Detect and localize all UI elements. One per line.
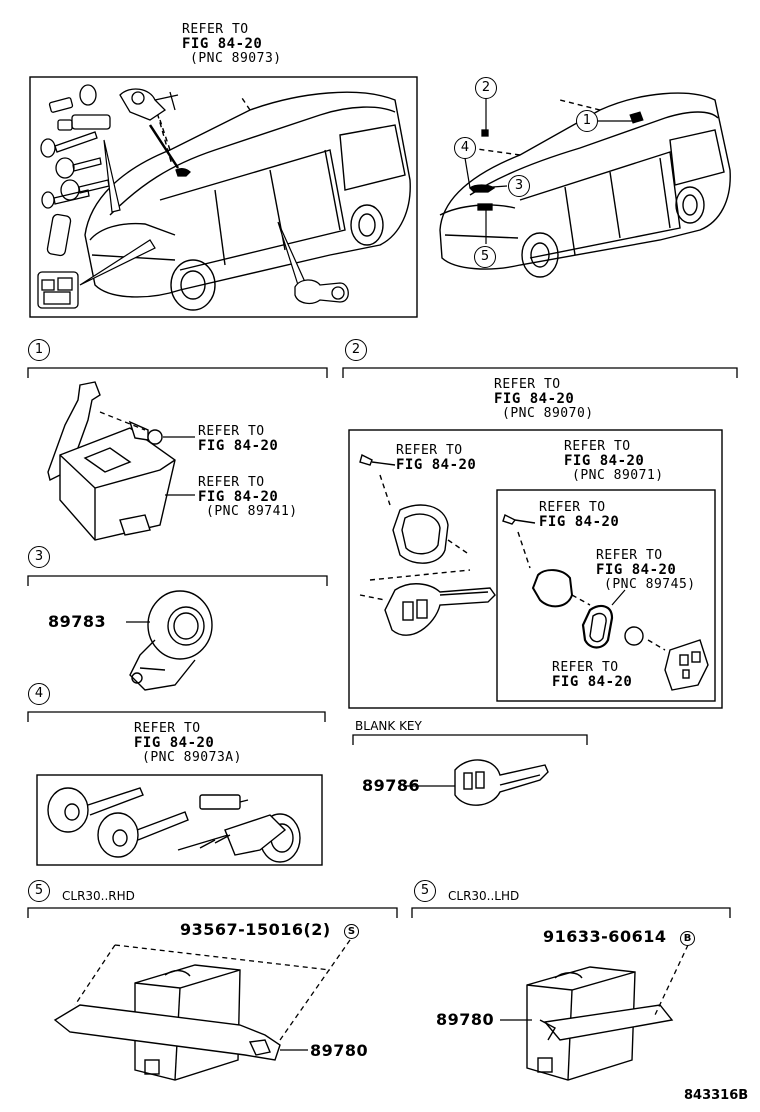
- marker-s: S: [344, 924, 359, 939]
- s2-key-drawing: [359, 453, 496, 636]
- ref-line: (PNC 89745): [604, 577, 696, 592]
- ref-line: REFER TO: [552, 660, 619, 675]
- callout-3: 3: [508, 175, 530, 197]
- part-89780-lhd: 89780: [436, 1010, 495, 1029]
- ref-line: FIG 84-20: [494, 391, 575, 407]
- bracket-s5a: [27, 907, 398, 918]
- figure-code: 843316B: [684, 1088, 749, 1103]
- overview-box: [29, 76, 418, 318]
- bracket-s1: [27, 367, 328, 378]
- ref-line: FIG 84-20: [564, 453, 645, 469]
- section-5a-number: 5: [28, 880, 50, 902]
- ref-line: REFER TO: [396, 443, 463, 458]
- s3-coil-drawing: [129, 590, 213, 691]
- ref-line: REFER TO: [596, 548, 663, 563]
- callout-1: 1: [576, 110, 598, 132]
- ref-line: FIG 84-20: [198, 489, 279, 505]
- part-91633-60614: 91633-60614: [543, 927, 667, 946]
- s5a-ecu-drawing: [53, 964, 281, 1081]
- s4-box: [36, 774, 323, 866]
- s5b-ecu-drawing: [526, 966, 674, 1081]
- marker-b: B: [680, 931, 695, 946]
- ref-line: REFER TO: [539, 500, 606, 515]
- section-5b-number: 5: [414, 880, 436, 902]
- section-5b-label: CLR30..LHD: [448, 889, 520, 903]
- ref-line: REFER TO: [198, 475, 265, 490]
- bracket-blank: [352, 734, 588, 745]
- part-89780-rhd: 89780: [310, 1041, 369, 1060]
- callout-5: 5: [474, 246, 496, 268]
- s2-subkey-drawing: [502, 514, 709, 691]
- ref-line: (PNC 89073A): [142, 750, 242, 765]
- part-93567-15016: 93567-15016(2): [180, 920, 331, 939]
- bracket-s4: [27, 711, 326, 722]
- section-4-number: 4: [28, 683, 50, 705]
- van-left-drawing: [84, 91, 411, 311]
- ref-line: REFER TO: [134, 721, 201, 736]
- s4-keyset-drawing: [47, 787, 301, 863]
- overview-parts: [37, 84, 349, 309]
- blank-key-label: BLANK KEY: [355, 719, 422, 733]
- ref-line: REFER TO: [182, 22, 249, 37]
- van-right-drawing: [439, 92, 731, 278]
- s1-computer-drawing: [47, 381, 176, 541]
- bracket-s5b: [411, 907, 731, 918]
- bracket-s3: [27, 575, 328, 586]
- ref-line: FIG 84-20: [134, 735, 215, 751]
- section-1-number: 1: [28, 339, 50, 361]
- ref-line: REFER TO: [494, 377, 561, 392]
- ref-line: (PNC 89071): [572, 468, 664, 483]
- part-89786: 89786: [362, 776, 421, 795]
- s2-inner-box: [496, 489, 716, 702]
- ref-line: FIG 84-20: [182, 36, 263, 52]
- ref-line: FIG 84-20: [552, 674, 633, 690]
- callout-4: 4: [454, 137, 476, 159]
- ref-line: (PNC 89073): [190, 51, 282, 66]
- ref-line: (PNC 89070): [502, 406, 594, 421]
- blank-key-drawing: [454, 759, 549, 806]
- ref-line: (PNC 89741): [206, 504, 298, 519]
- ref-line: FIG 84-20: [198, 438, 279, 454]
- ref-line: FIG 84-20: [539, 514, 620, 530]
- section-5a-label: CLR30..RHD: [62, 889, 135, 903]
- ref-line: FIG 84-20: [596, 562, 677, 578]
- part-89783: 89783: [48, 612, 107, 631]
- callout-2: 2: [475, 77, 497, 99]
- section-3-number: 3: [28, 546, 50, 568]
- ref-line: FIG 84-20: [396, 457, 477, 473]
- ref-line: REFER TO: [564, 439, 631, 454]
- s2-outer-box: [348, 429, 723, 709]
- ref-line: REFER TO: [198, 424, 265, 439]
- section-2-number: 2: [345, 339, 367, 361]
- bracket-s2: [342, 367, 738, 378]
